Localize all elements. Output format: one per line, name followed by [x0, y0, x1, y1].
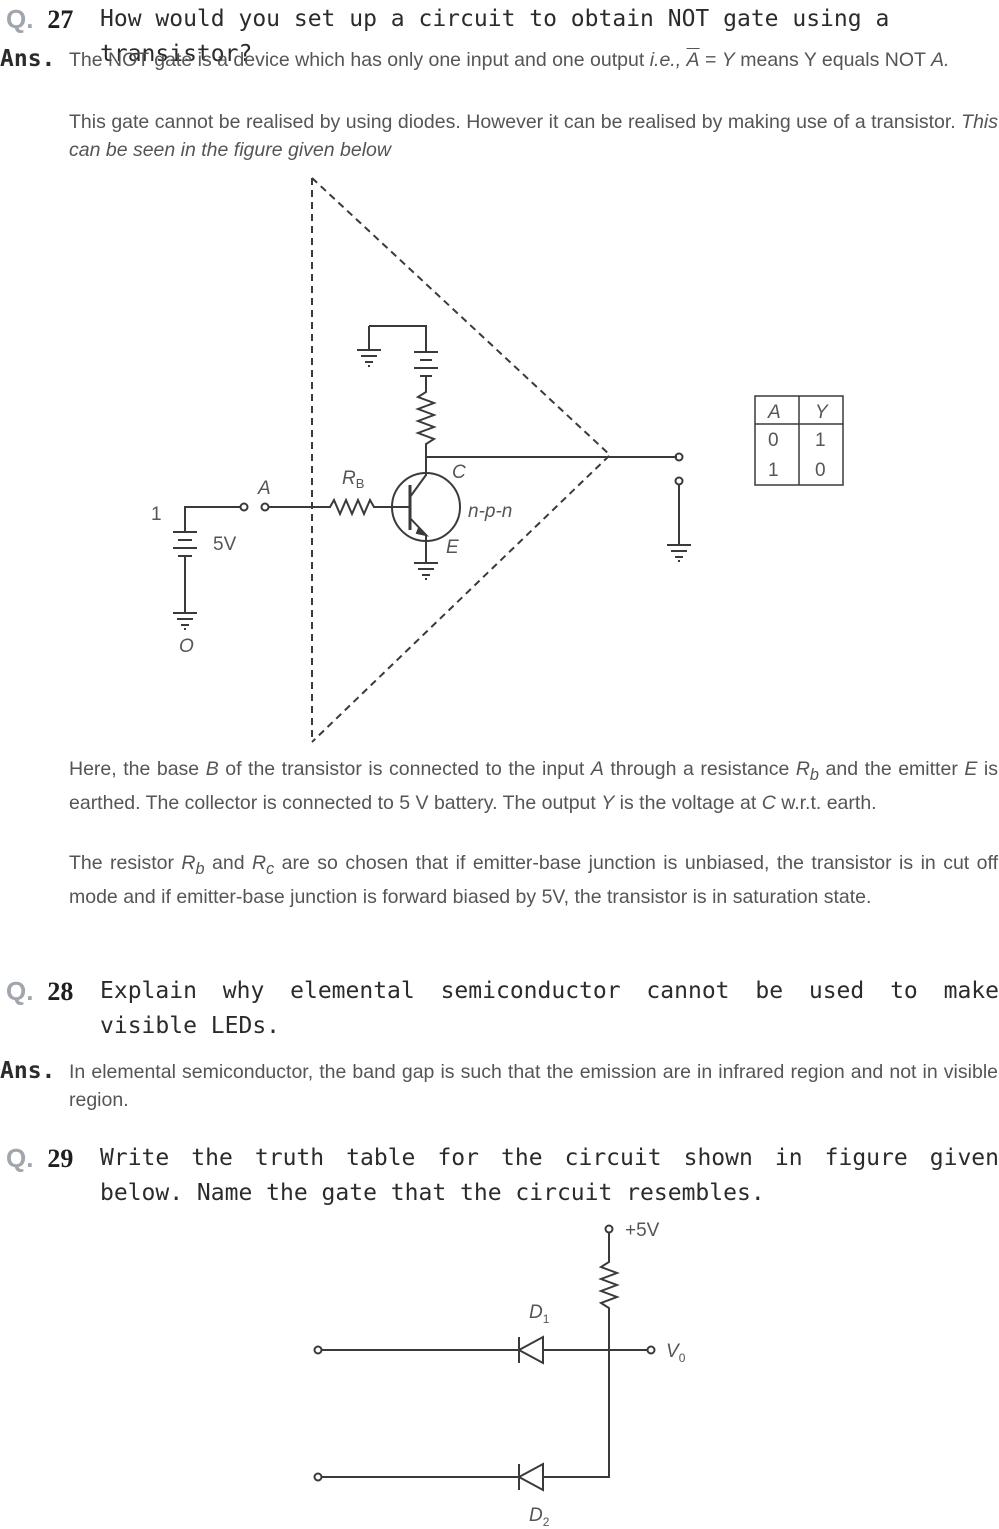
ground-icon [173, 612, 197, 630]
input-1-terminal [313, 1345, 323, 1355]
answer-paragraph-3: Here, the base B of the transistor is co… [69, 758, 998, 814]
truth-table-header-a: A [767, 402, 781, 423]
answer-label: Ans. [0, 46, 56, 72]
truth-table-cell: 0 [815, 460, 826, 481]
question-number: 29 [47, 1144, 74, 1173]
collector-resistor [415, 376, 437, 457]
answer-paragraph-2: This gate cannot be realised by using di… [69, 111, 998, 161]
label-e: E [446, 537, 459, 558]
input-terminal-a [260, 502, 270, 512]
label-d2: D2 [529, 1505, 550, 1529]
diode-d2-icon [516, 1462, 544, 1492]
question-text: Write the truth table for the circuit sh… [100, 1145, 999, 1206]
label-5v: 5V [213, 534, 237, 555]
label-o: O [179, 636, 194, 657]
question-text: How would you set up a circuit to obtain… [100, 6, 890, 67]
label-1: 1 [151, 504, 162, 525]
label-d1: D1 [529, 1302, 550, 1326]
label-rb: RB [342, 468, 364, 491]
dashed-triangle [311, 177, 612, 743]
truth-table-cell: 1 [815, 430, 826, 451]
truth-table [754, 395, 844, 486]
input-wire [184, 506, 240, 532]
ground-icon [414, 562, 438, 580]
label-a: A [257, 478, 271, 499]
label-c: C [452, 462, 466, 483]
label-plus-5v: +5V [625, 1220, 660, 1241]
label-v0: V0 [666, 1341, 686, 1365]
top-wire [369, 325, 427, 352]
answer-paragraph-1: The NOT gate is a device which has only … [69, 49, 950, 71]
output-terminal-2 [674, 476, 684, 486]
question-28: Q. 28 Explain why elemental semiconducto… [6, 974, 999, 1039]
input-terminal-1 [239, 502, 249, 512]
question-number: 27 [47, 5, 74, 34]
input-2-terminal [313, 1472, 323, 1482]
truth-table-cell: 0 [768, 430, 779, 451]
resistor-and-rail [543, 1233, 620, 1478]
question-mark: Q. [6, 976, 34, 1006]
question-27: Q. 27 How would you set up a circuit to … [6, 2, 999, 67]
ground-icon [667, 544, 691, 562]
answer-paragraph: In elemental semiconductor, the band gap… [69, 1061, 998, 1111]
diode-d1-icon [516, 1335, 544, 1365]
question-number: 28 [47, 977, 74, 1006]
truth-table-cell: 1 [768, 460, 779, 481]
base-resistor [268, 497, 410, 517]
battery-5v-icon [173, 531, 197, 557]
question-mark: Q. [6, 4, 34, 34]
label-npn: n-p-n [468, 501, 512, 522]
vout-terminal [646, 1345, 656, 1355]
truth-table-header-y: Y [815, 402, 829, 423]
ground-icon [357, 349, 381, 367]
a-bar: A [686, 49, 700, 71]
diode-or-circuit [313, 1224, 656, 1492]
question-mark: Q. [6, 1143, 34, 1173]
supply-terminal [604, 1224, 614, 1234]
output-terminal [674, 452, 684, 462]
question-29: Q. 29 Write the truth table for the circ… [6, 1141, 999, 1206]
answer-paragraph-4: The resistor Rb and Rc are so chosen tha… [69, 852, 998, 908]
question-text: Explain why elemental semiconductor cann… [100, 978, 999, 1039]
emitter-arrow-icon [415, 526, 430, 537]
answer-label: Ans. [0, 1058, 56, 1084]
battery-icon [414, 351, 438, 377]
